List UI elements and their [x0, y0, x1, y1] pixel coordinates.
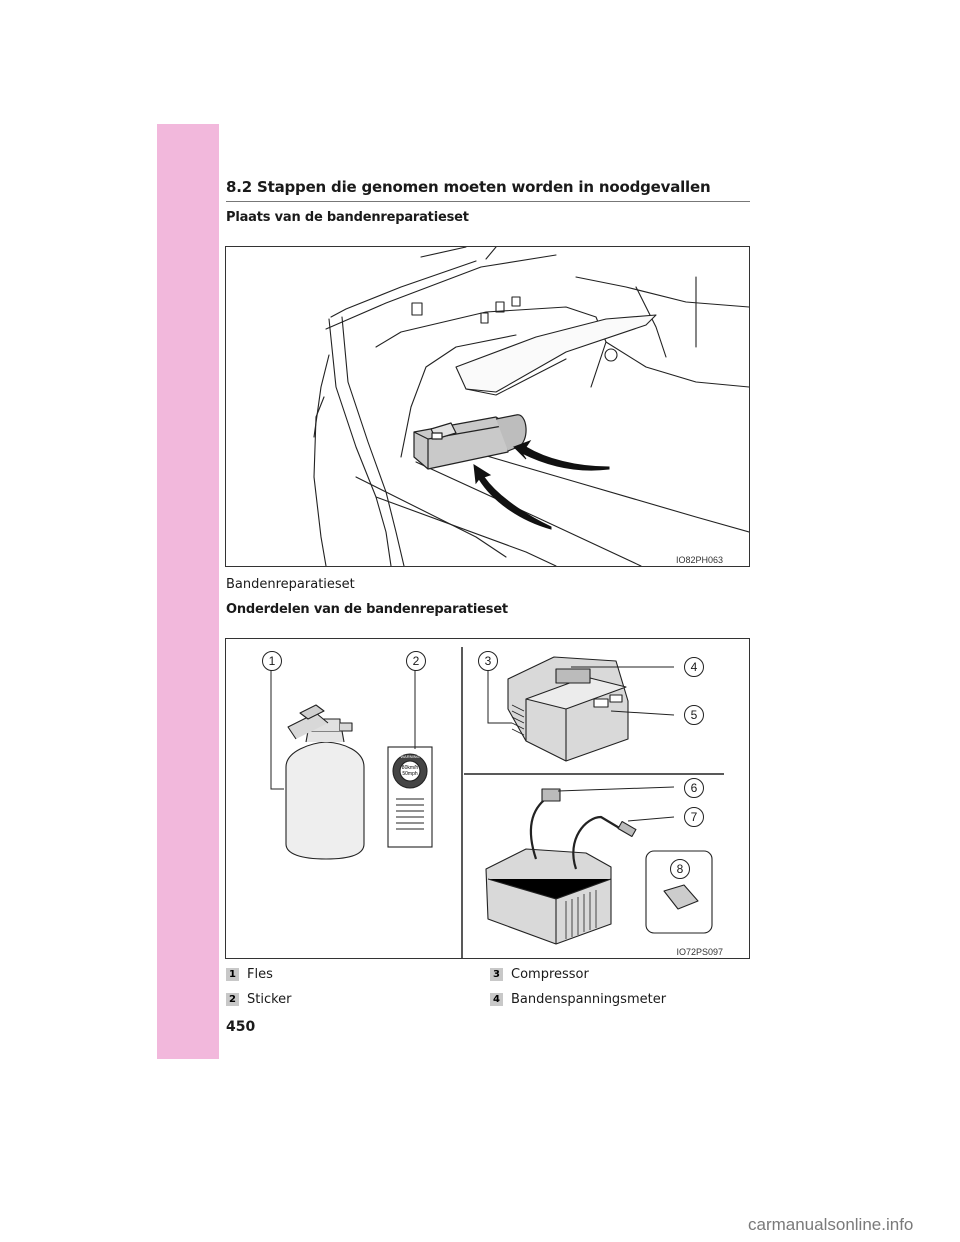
- legend-number: 2: [226, 993, 239, 1006]
- page-number: 450: [226, 1019, 256, 1035]
- sticker-speed-1: 80km/h: [402, 765, 419, 771]
- legend-item: 3 Compressor: [490, 967, 589, 982]
- watermark-link[interactable]: carmanualsonline.info: [748, 1215, 914, 1234]
- callout-8: 8: [670, 859, 690, 879]
- figure-caption: Bandenreparatieset: [226, 577, 355, 592]
- callout-7: 7: [684, 807, 704, 827]
- callout-1: 1: [262, 651, 282, 671]
- legend-number: 3: [490, 968, 503, 981]
- parts-heading: Onderdelen van de bandenreparatieset: [226, 602, 508, 617]
- figure-code: IO82PH063: [675, 555, 723, 565]
- chapter-side-tab: [157, 124, 219, 1059]
- legend-label: Compressor: [511, 967, 589, 982]
- callout-3: 3: [478, 651, 498, 671]
- legend-number: 4: [490, 993, 503, 1006]
- kit-parts-illustration: 80km/h 50mph WARNING: [270, 647, 724, 958]
- callout-4: 4: [684, 657, 704, 677]
- callout-5: 5: [684, 705, 704, 725]
- trunk-illustration: [313, 247, 749, 566]
- legend-label: Bandenspanningsmeter: [511, 992, 667, 1007]
- location-heading: Plaats van de bandenreparatieset: [226, 210, 469, 225]
- callout-2: 2: [406, 651, 426, 671]
- legend-label: Fles: [247, 967, 273, 982]
- sticker-speed-2: 50mph: [402, 771, 418, 777]
- callout-6: 6: [684, 778, 704, 798]
- legend-item: 4 Bandenspanningsmeter: [490, 992, 666, 1007]
- legend-number: 1: [226, 968, 239, 981]
- section-heading: 8.2 Stappen die genomen moeten worden in…: [226, 178, 750, 202]
- trunk-location-figure: IO82PH063: [225, 246, 750, 567]
- sticker-warning: WARNING: [400, 754, 419, 759]
- legend-item: 1 Fles: [226, 967, 273, 982]
- legend-item: 2 Sticker: [226, 992, 292, 1007]
- legend-label: Sticker: [247, 992, 292, 1007]
- figure-code: IO72PS097: [676, 947, 723, 957]
- kit-parts-figure: 80km/h 50mph WARNING: [225, 638, 750, 959]
